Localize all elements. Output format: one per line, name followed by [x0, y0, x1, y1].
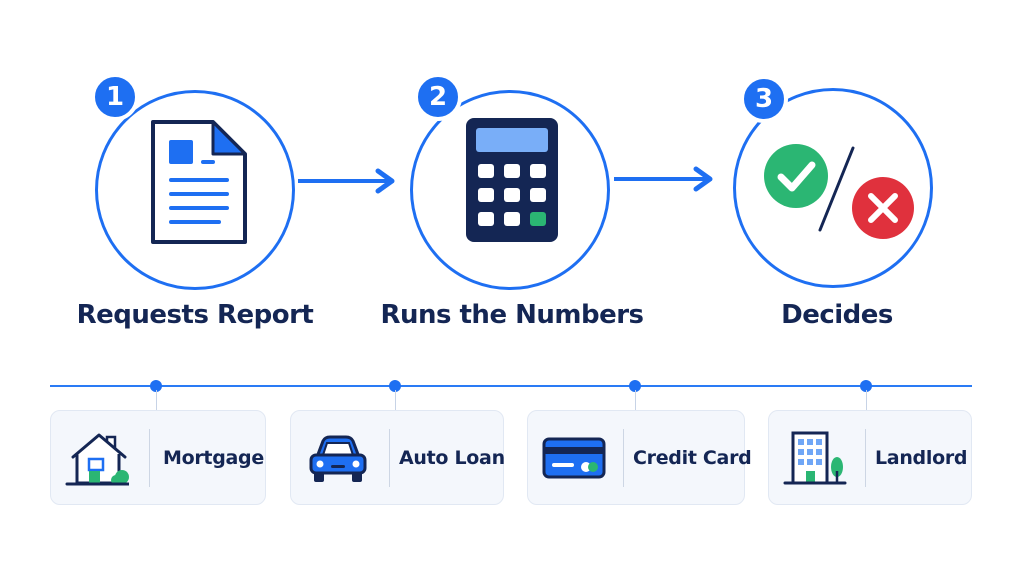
timeline-stem	[866, 390, 867, 410]
card-divider	[389, 429, 390, 487]
step-1-badge: 1	[91, 73, 139, 121]
step-2-badge: 2	[414, 73, 462, 121]
timeline-stem	[635, 390, 636, 410]
credit-card-icon	[542, 437, 606, 479]
step-3-label: Decides	[781, 300, 893, 330]
card-divider	[623, 429, 624, 487]
timeline-dot	[150, 380, 162, 392]
timeline-dot	[860, 380, 872, 392]
lender-label: Auto Loan	[399, 447, 505, 469]
lender-card-auto-loan: Auto Loan	[290, 410, 505, 505]
lender-label: Landlord	[875, 447, 968, 469]
step-1-label: Requests Report	[76, 300, 314, 330]
arrow-right-icon	[298, 168, 395, 194]
timeline-stem	[156, 390, 157, 410]
lender-card-credit-card: Credit Card	[527, 410, 752, 505]
timeline-dot	[389, 380, 401, 392]
lender-card-landlord: Landlord	[768, 410, 972, 505]
house-icon	[65, 433, 129, 486]
step-3-badge: 3	[740, 75, 788, 123]
timeline-stem	[395, 390, 396, 410]
step-1-circle	[95, 90, 295, 290]
lender-card-mortgage: Mortgage	[50, 410, 266, 505]
document-icon	[151, 120, 247, 244]
card-divider	[149, 429, 150, 487]
step-2-label: Runs the Numbers	[380, 300, 644, 330]
card-divider	[865, 429, 866, 487]
lender-label: Credit Card	[633, 447, 752, 469]
approve-deny-icon	[764, 144, 914, 239]
calculator-icon	[466, 118, 558, 242]
timeline-dot	[629, 380, 641, 392]
car-icon	[309, 435, 367, 482]
lender-label: Mortgage	[163, 447, 264, 469]
timeline-line	[50, 385, 972, 387]
apartment-building-icon	[783, 431, 847, 485]
step-2-circle	[410, 90, 610, 290]
arrow-right-icon	[614, 166, 713, 192]
